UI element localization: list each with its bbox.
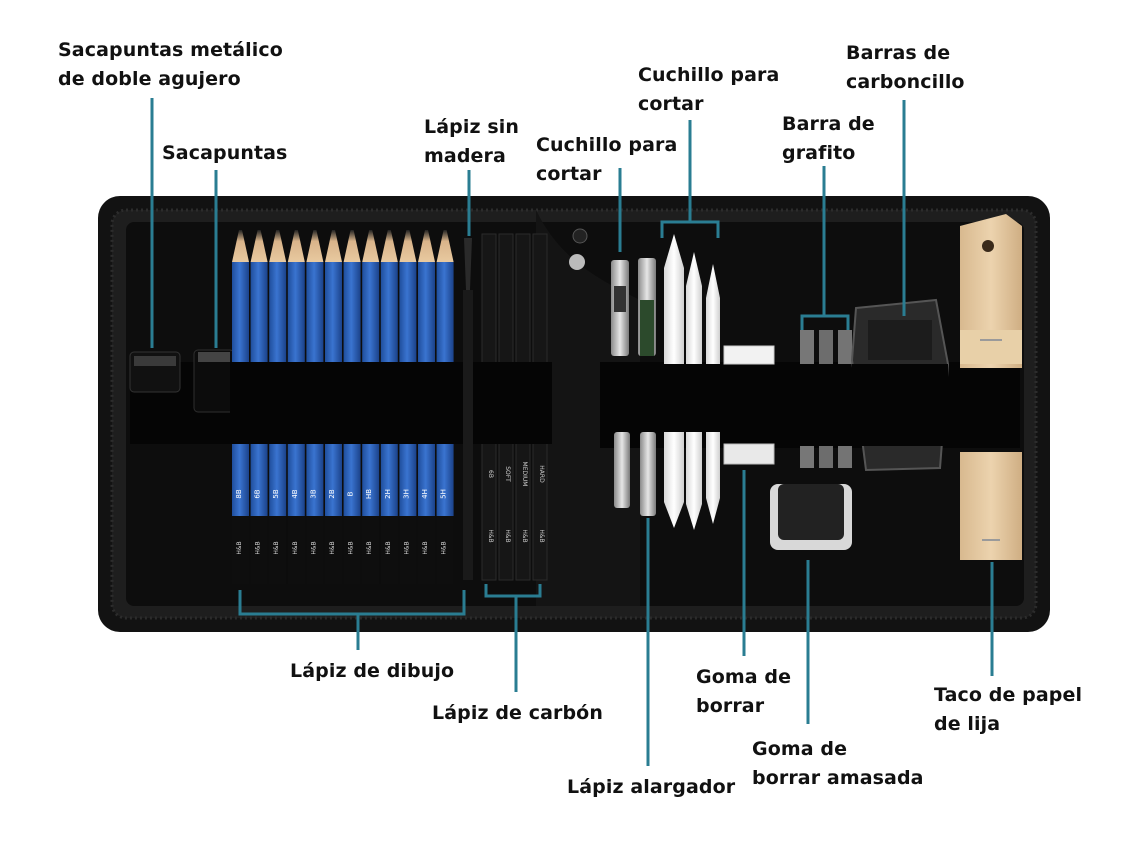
drawing-pencils-strap — [230, 362, 470, 444]
charcoal-pencils-strap — [478, 362, 552, 444]
leader-lines — [150, 98, 994, 766]
blending-stumps — [660, 234, 724, 530]
pencil-brand-label: H&B — [310, 541, 317, 554]
pencil-extender — [638, 258, 656, 516]
label-charcoal-pencil: Lápiz de carbón — [432, 702, 603, 724]
pencil-brand-label: H&B — [236, 541, 243, 554]
drawing-pencils: 8B H&B 6B H&B 5B H&B 4B H&B 3B H&B 2B H&B B H&B HB H&B 2… — [230, 230, 470, 584]
pencil-grade-label: 4B — [291, 489, 299, 498]
charcoal-brand-label: H&B — [521, 529, 528, 542]
label-cutter-knife: Cuchillo para cortar — [536, 134, 678, 185]
label-charcoal-sticks: Barras de carboncillo — [846, 42, 965, 93]
zipper-ring — [572, 228, 588, 244]
charcoal-brand-label: H&B — [504, 529, 511, 542]
charcoal-brand-label: H&B — [487, 529, 494, 542]
pencil-brand-label: H&B — [441, 541, 448, 554]
pencil-brand-label: H&B — [403, 541, 410, 554]
label-metal-sharpener: Sacapuntas metálico de doble agujero — [58, 39, 283, 90]
label-eraser: Goma de borrar — [696, 666, 792, 717]
label-drawing-pencil: Lápiz de dibujo — [290, 660, 455, 682]
charcoal-grade-label: MEDIUM — [521, 462, 528, 487]
eraser — [723, 345, 775, 465]
label-cutter-knife-2: Cuchillo para cortar — [638, 64, 780, 115]
label-woodless-pencil: Lápiz sin madera — [424, 116, 519, 167]
pencil-grade-label: 4H — [421, 489, 429, 499]
graphite-sticks — [800, 330, 852, 468]
label-graphite-stick: Barra de grafito — [782, 113, 875, 164]
pencil-grade-label: 3B — [309, 489, 317, 498]
label-kneaded-eraser: Goma de borrar amasada — [752, 738, 924, 789]
bracket-charcoal-pencils — [484, 584, 542, 598]
charcoal-grade-label: 6B — [487, 470, 494, 478]
pencil-grade-label: 5B — [272, 489, 280, 498]
pencil-brand-label: H&B — [273, 541, 280, 554]
pencil-brand-label: H&B — [366, 541, 373, 554]
charcoal-grade-label: HARD — [538, 465, 545, 483]
metal-sharpener — [129, 351, 181, 393]
pencil-brand-label: H&B — [348, 541, 355, 554]
bracket-graphite — [800, 314, 850, 330]
bracket-drawing-pencils — [238, 590, 466, 616]
pencil-grade-label: 2B — [328, 489, 336, 498]
pencil-grade-label: 2H — [384, 489, 392, 499]
charcoal-sticks-bag — [850, 298, 950, 472]
pencil-brand-label: H&B — [292, 541, 299, 554]
woodless-pencil — [463, 238, 473, 580]
pencil-grade-label: HB — [365, 489, 373, 499]
pencil-grade-label: 3H — [402, 489, 410, 499]
pencil-brand-label: H&B — [329, 541, 336, 554]
charcoal-pencils: 6B H&B SOFT H&B MEDIUM H&B HARD H&B — [478, 233, 552, 581]
zipper-pull — [569, 254, 585, 270]
label-pencil-extender: Lápiz alargador — [567, 776, 736, 798]
cutter-knife — [611, 260, 630, 508]
stumps-strap — [660, 364, 724, 432]
charcoal-brand-label: H&B — [538, 529, 545, 542]
pencil-grade-label: 8B — [235, 489, 243, 498]
sandpaper-block — [960, 214, 1022, 560]
pencil-grade-label: 6B — [254, 489, 262, 498]
label-sharpener: Sacapuntas — [162, 142, 288, 164]
pencil-brand-label: H&B — [422, 541, 429, 554]
pencil-brand-label: H&B — [255, 541, 262, 554]
kneaded-eraser — [770, 484, 852, 550]
pencil-grade-label: 5H — [440, 489, 448, 499]
pencil-grade-label: B — [347, 491, 355, 496]
charcoal-grade-label: SOFT — [504, 466, 511, 482]
pencil-brand-label: H&B — [385, 541, 392, 554]
bracket-knives — [660, 220, 720, 238]
label-sandpaper-block: Taco de papel de lija — [934, 684, 1083, 735]
sharpener — [193, 349, 235, 413]
